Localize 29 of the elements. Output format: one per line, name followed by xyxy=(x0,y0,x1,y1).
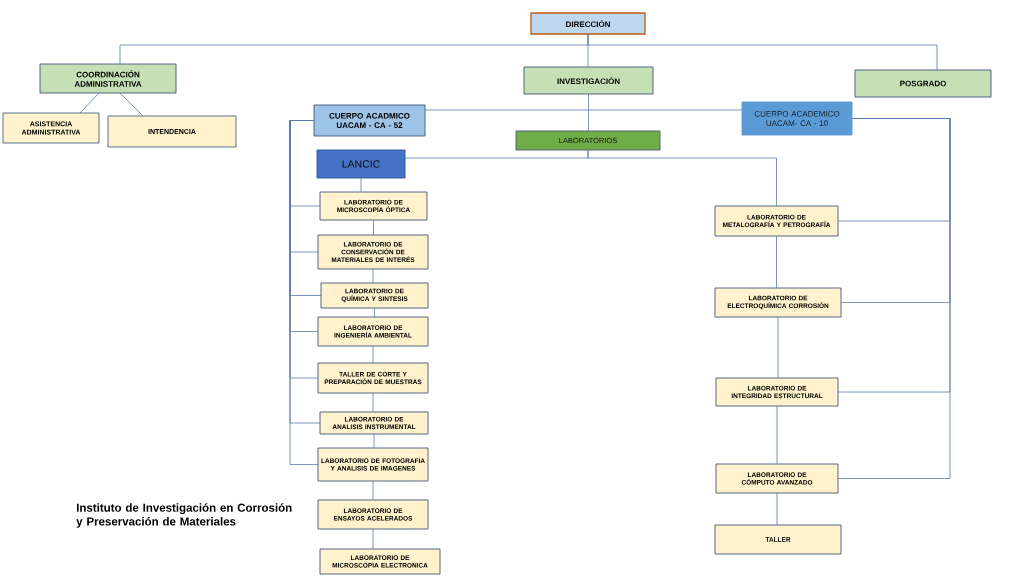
connector-line xyxy=(289,120,319,465)
org-box: COORDINACIÓN ADMINISTRATIVA xyxy=(39,63,177,94)
connector-line xyxy=(373,219,374,236)
connector-line xyxy=(374,307,375,318)
org-box: CUERPO ACADEMICO UACAM- CA - 10 xyxy=(741,101,853,136)
connector-line xyxy=(119,92,144,117)
org-box: DIRECCIÓN xyxy=(530,12,646,35)
connector-line xyxy=(372,345,374,364)
connector-line xyxy=(776,405,778,465)
org-box: CUERPO ACADMICO UACAM - CA - 52 xyxy=(313,104,426,137)
org-box: POSGRADO xyxy=(854,69,992,98)
connector-line xyxy=(79,92,100,114)
connector-line xyxy=(372,392,374,413)
connector-line xyxy=(588,93,589,132)
connector-line xyxy=(424,109,743,111)
connector-line xyxy=(837,118,951,479)
institute-name: Instituto de Investigación en Corrosión y Preservación de Materiales xyxy=(76,503,292,528)
connector-line xyxy=(587,149,777,207)
connector-line xyxy=(360,177,362,193)
connector-line xyxy=(372,528,374,550)
connector-line xyxy=(776,235,777,289)
connector-line xyxy=(587,33,938,71)
org-box: INVESTIGACIÓN xyxy=(523,66,654,95)
connector-line xyxy=(777,316,779,379)
org-box: LANCIC xyxy=(316,149,406,179)
connector-line xyxy=(372,268,374,284)
connector-line xyxy=(776,492,778,526)
connector-line xyxy=(372,480,374,501)
connector-line xyxy=(373,433,375,449)
